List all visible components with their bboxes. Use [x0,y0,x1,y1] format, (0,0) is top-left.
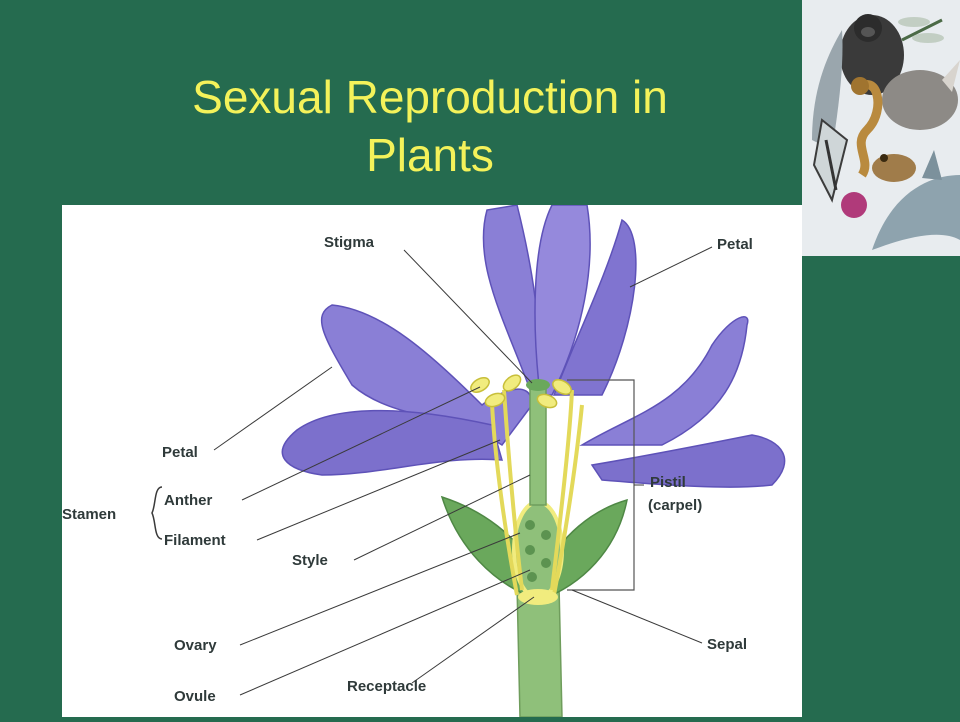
frog-illustration [872,154,916,182]
label-style: Style [292,552,328,569]
shark-illustration [872,150,960,250]
title-line-1: Sexual Reproduction in [192,71,668,123]
snake-illustration [851,77,883,178]
dragonfly-illustration [898,17,944,43]
central-petal-shapes [482,204,637,396]
label-stamen: Stamen [62,506,116,523]
title-line-2: Plants [366,129,494,181]
anther-shapes [470,374,572,409]
slide-title: Sexual Reproduction in Plants [60,68,800,184]
label-stigma: Stigma [324,234,375,251]
label-petal-top: Petal [717,236,753,253]
label-receptacle: Receptacle [347,678,426,695]
label-sepal: Sepal [707,636,747,653]
stamen-shapes [490,389,584,596]
label-anther: Anther [164,492,212,509]
angelfish-illustration [812,118,849,203]
gorilla-illustration [840,14,904,95]
flower-diagram-svg: Stigma Petal Petal Stamen Anther Filamen… [62,204,786,718]
label-ovule: Ovule [174,688,216,705]
leader-lines [213,246,713,696]
right-petal-shape [579,316,786,488]
label-filament: Filament [164,532,226,549]
flower-diagram: Stigma Petal Petal Stamen Anther Filamen… [62,204,802,718]
animal-collage-image [802,0,960,256]
style-shape [526,379,550,506]
receptacle-shape [518,589,558,605]
left-petal-shape [281,304,533,476]
rhino-illustration [882,60,960,130]
label-ovary: Ovary [174,637,217,654]
stamen-brace [151,486,163,540]
label-carpel: (carpel) [648,497,702,514]
dolphin-illustration [812,30,843,150]
label-pistil: Pistil [650,474,686,491]
sea-urchin-illustration [841,192,867,218]
label-petal-left: Petal [162,444,198,461]
